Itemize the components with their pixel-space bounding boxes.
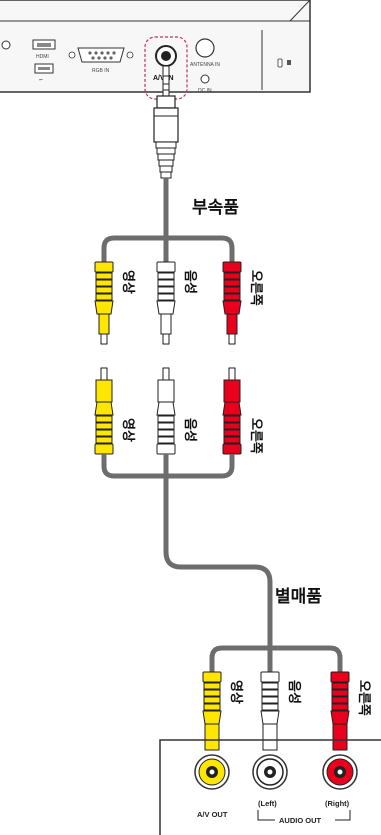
av-out-label: A/V OUT (197, 810, 228, 819)
bottom-label-right: 오른쪽 (356, 680, 371, 716)
top-cable-label: 부속품 (192, 198, 239, 218)
audio-out-label: AUDIO OUT (279, 816, 322, 825)
top-label-video: 영상 (120, 270, 135, 294)
hdmi-port: HDMI (32, 39, 56, 60)
bottom-split (209, 645, 343, 672)
mid-plug-red (222, 367, 242, 455)
bottom-cable-label: 별매품 (275, 587, 322, 607)
long-cable (163, 476, 273, 648)
jack-red (322, 754, 358, 790)
source-device: A/V OUT (Left) (Right) AUDIO OUT (159, 739, 381, 835)
mid-plug-white (156, 367, 176, 455)
slot-icon (277, 58, 283, 68)
mid-plug-yellow (94, 367, 114, 455)
dc-port: DC IN (198, 74, 212, 94)
right-label: (Right) (325, 799, 350, 808)
mid-label-right: 오른쪽 (248, 418, 263, 454)
rgb-port: RGB IN (68, 47, 134, 74)
minijack-plug (153, 65, 179, 179)
top-plug-red (222, 261, 242, 345)
bottom-plug-red (330, 671, 350, 751)
mid-merge (101, 454, 235, 479)
top-label-audio: 음성 (182, 270, 198, 294)
antenna-label: ANTENNA IN (190, 62, 220, 68)
jack-white (252, 754, 288, 790)
jack-yellow (194, 754, 230, 790)
panel-round-port (1, 40, 11, 50)
top-label-right: 오른쪽 (248, 270, 263, 306)
dc-label: DC IN (198, 88, 212, 94)
bottom-plug-yellow (202, 671, 222, 751)
bottom-plug-white (260, 671, 280, 751)
usb-icon: ⭠ (39, 77, 43, 83)
projector-panel: HDMI ⭠ RGB IN A/V IN (0, 0, 311, 100)
hdmi-label: HDMI (36, 54, 49, 60)
top-split (101, 235, 235, 262)
antenna-port: ANTENNA IN (190, 38, 220, 68)
rgb-label: RGB IN (92, 68, 110, 74)
top-plug-yellow (94, 261, 114, 345)
mid-label-video: 영상 (120, 418, 135, 442)
left-label: (Left) (258, 799, 277, 808)
lock-icon (287, 60, 291, 65)
mid-label-audio: 음성 (182, 418, 198, 442)
usb-port: ⭠ (34, 63, 54, 83)
bottom-label-video: 영상 (228, 680, 243, 704)
top-plug-white (156, 261, 176, 345)
bottom-label-audio: 음성 (286, 680, 302, 704)
